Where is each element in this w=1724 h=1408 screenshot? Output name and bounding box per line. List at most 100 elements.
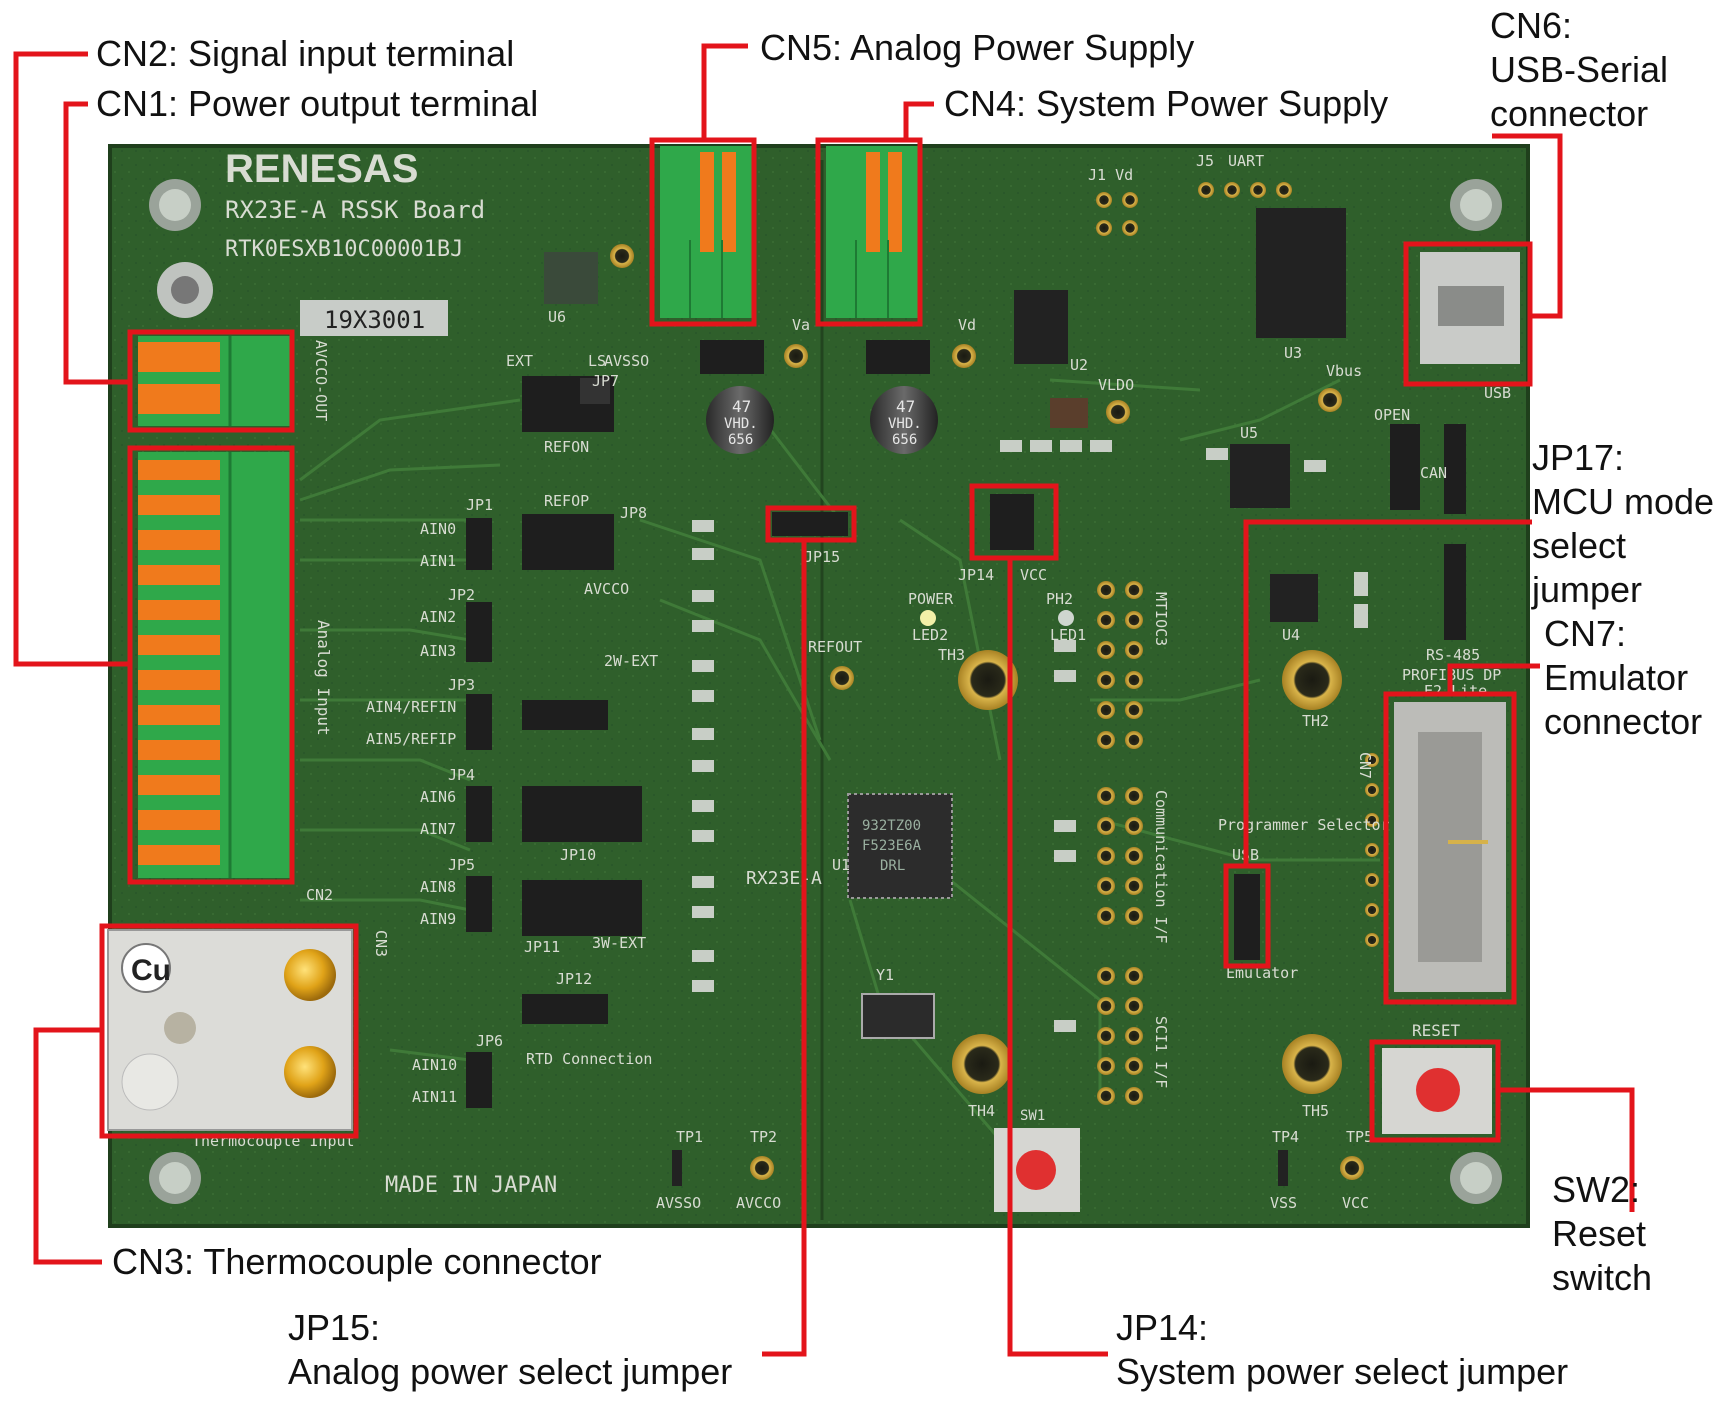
cn1-terminal [138, 336, 290, 426]
callout-cn6-line2: USB-Serial [1490, 49, 1669, 90]
inductor [1050, 398, 1088, 428]
label-ain10: AIN10 [412, 1056, 457, 1074]
cap-marking-6: 656 [892, 432, 917, 448]
label-can: CAN [1420, 464, 1447, 482]
label-led2: LED2 [912, 626, 948, 644]
serial-sticker [300, 300, 448, 336]
label-cn2: CN2 [306, 886, 333, 904]
cap-c46 [706, 386, 774, 454]
highlight-cn4 [815, 137, 923, 327]
jumper-jp10 [522, 786, 642, 842]
usb-connector-cn6 [1420, 252, 1520, 364]
ic-u4 [1270, 574, 1318, 622]
led-power [920, 610, 936, 626]
label-jp11: JP11 [524, 938, 560, 956]
testpoint-tp1 [672, 1150, 682, 1186]
cap-marking-4: 47 [896, 397, 915, 416]
callout-jp17-line3: select [1532, 525, 1627, 566]
jumper-rs485 [1444, 544, 1466, 640]
jumper-jp8-block [522, 514, 614, 570]
cap-marking-3: 656 [728, 432, 753, 448]
leader-jp15 [762, 540, 807, 1357]
testpoint-tp9 [1318, 388, 1342, 412]
mcu-u1 [847, 793, 953, 899]
jumper-jp4 [466, 786, 492, 842]
callout-sw2-line3: switch [1552, 1257, 1653, 1298]
callout-cn3: CN3: Thermocouple connector [112, 1241, 602, 1282]
callout-cn7-line3: connector [1544, 701, 1703, 742]
label-ph2: PH2 [1046, 590, 1073, 608]
label-jp7: JP7 [592, 372, 619, 390]
label-usb: USB [1484, 384, 1511, 402]
label-led1: LED1 [1050, 626, 1086, 644]
header-j5-uart [1198, 182, 1292, 198]
avsso-post [157, 262, 213, 318]
label-avsso: AVSSO [604, 352, 649, 370]
label-jp10: JP10 [560, 846, 596, 864]
label-avcco-out: AVCCO-OUT [312, 340, 330, 421]
cap-c40 [870, 386, 938, 454]
label-jp15: JP15 [804, 548, 840, 566]
label-avsso-tp: AVSSO [656, 1194, 701, 1212]
label-avcco: AVCCO [584, 580, 629, 598]
switch-sw1 [994, 1128, 1080, 1212]
label-th2: TH2 [1302, 712, 1329, 730]
sw1-label: SW1 [1020, 1108, 1045, 1124]
leader-sw2 [1498, 1087, 1635, 1212]
cu-label: Cu [131, 954, 171, 987]
ic-u2 [1014, 290, 1068, 364]
ic-u6 [544, 252, 598, 304]
label-ain9: AIN9 [420, 910, 456, 928]
header-j1-vd [1096, 192, 1138, 236]
label-refon: REFON [544, 438, 589, 456]
jumper-jp5 [466, 876, 492, 932]
callout-jp17-line4: jumper [1532, 569, 1643, 610]
label-jp4: JP4 [448, 766, 475, 784]
leader-cn2 [13, 51, 130, 667]
serial-label: 19X3001 [324, 306, 425, 334]
label-ls: LS [588, 352, 606, 370]
analog-input-label: Analog Input [314, 620, 333, 736]
callout-sw2-line2: Reset [1552, 1213, 1647, 1254]
label-u3: U3 [1284, 344, 1302, 362]
jumper-jp16 [1390, 424, 1420, 510]
hole-th3 [958, 650, 1018, 710]
leader-cn4 [903, 101, 934, 140]
jumper-can [1444, 424, 1466, 514]
label-rtd-connection: RTD Connection [526, 1050, 652, 1068]
callout-cn6-line1: CN6: [1490, 5, 1573, 46]
jumper-jp7-block [522, 376, 614, 432]
leader-cn5 [701, 43, 748, 140]
leader-cn6 [1492, 133, 1563, 319]
board-part-number: RTK0ESXB10C00001BJ [225, 237, 463, 262]
label-jp1: JP1 [466, 496, 493, 514]
label-vcc: VCC [1020, 566, 1047, 584]
cap-marking-2: VHD. [724, 416, 758, 432]
ic-u3 [1256, 208, 1346, 338]
mount-screw-tl [149, 179, 201, 231]
chip-marking-2: F523E6A [862, 838, 922, 854]
label-j5: J5 [1196, 152, 1214, 170]
callout-cn4: CN4: System Power Supply [944, 83, 1389, 124]
label-tp1: TP1 [676, 1128, 703, 1146]
label-th4: TH4 [968, 1102, 995, 1120]
label-th5: TH5 [1302, 1102, 1329, 1120]
testpoint-tp7 [1106, 400, 1130, 424]
label-vss-tp: VSS [1270, 1194, 1297, 1212]
jumper-jp3 [466, 694, 492, 750]
label-tp4: TP4 [1272, 1128, 1299, 1146]
label-vcc-tp: VCC [1342, 1194, 1369, 1212]
label-e2lite: E2 Lite [1424, 682, 1487, 700]
cn4-terminal [826, 146, 918, 318]
chip-marking-3: DRL [880, 858, 905, 874]
leader-cn1 [63, 101, 130, 385]
label-ain4: AIN4/REFIN [366, 698, 456, 716]
jumper-jp17 [1234, 874, 1260, 960]
label-vd: Vd [958, 316, 976, 334]
diode-d3 [700, 340, 764, 374]
label-ext: EXT [506, 352, 533, 370]
header-j2-mtioc3 [1097, 581, 1143, 749]
label-3w-ext: 3W-EXT [592, 934, 646, 952]
cn3-thermocouple [107, 929, 353, 1131]
